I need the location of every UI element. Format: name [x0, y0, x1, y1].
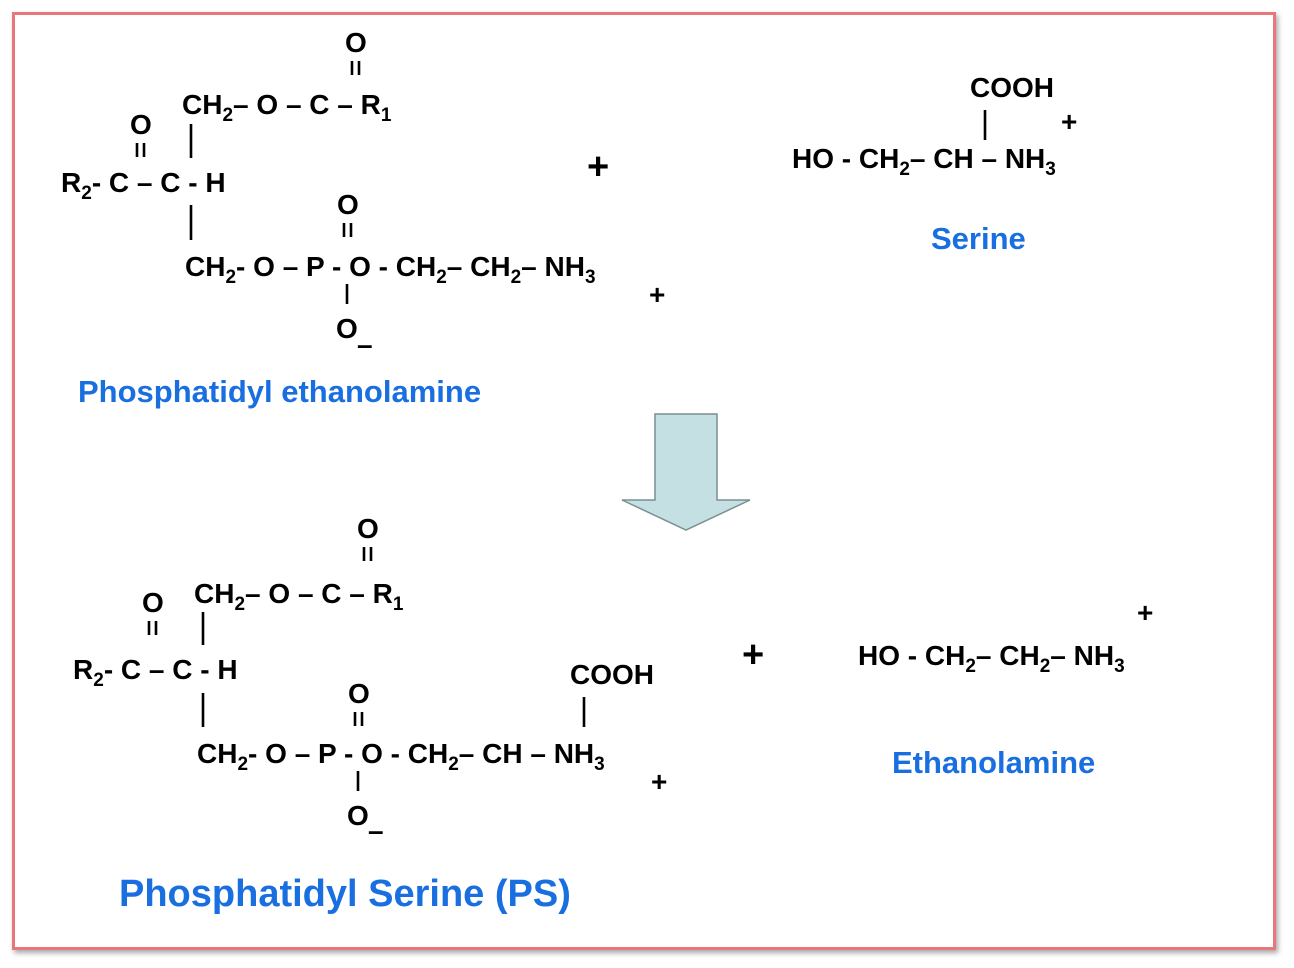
phosphate-chain: CH2- O – P - O - CH2– CH2– NH3 — [185, 251, 596, 288]
label-phosphatidyl-ethanolamine: Phosphatidyl ethanolamine — [78, 374, 481, 409]
ethanolamine-structure: + HO - CH2– CH2– NH3 Ethanolamine — [858, 597, 1153, 780]
carbonyl-oxygen: O — [345, 27, 367, 58]
phosphatidyl-serine-structure: O CH2– O – C – R1 O R2- C – C - H O COOH… — [73, 513, 667, 915]
plus-sign-products: + — [742, 634, 764, 676]
phosphate-oxygen: O — [336, 313, 358, 344]
negative-charge: – — [368, 815, 384, 846]
serine-structure: COOH + HO - CH2– CH – NH3 Serine — [792, 72, 1077, 256]
phosphatidyl-ethanolamine-structure: O CH2– O – C – R1 O R2- C – C - H O CH2-… — [61, 27, 665, 409]
carboxyl-group: COOH — [970, 72, 1054, 103]
phosphate-chain: CH2- O – P - O - CH2– CH – NH3 — [197, 738, 605, 775]
sn2-carbonyl-oxygen: O — [142, 587, 164, 618]
ethanolamine-chain: HO - CH2– CH2– NH3 — [858, 640, 1125, 677]
negative-charge: – — [357, 329, 373, 360]
ammonium-charge: + — [1137, 597, 1153, 628]
reaction-arrow — [621, 413, 751, 531]
sn2-carbonyl-oxygen: O — [130, 109, 152, 140]
slide-frame — [12, 12, 1276, 950]
ammonium-charge: + — [1061, 106, 1077, 137]
carbonyl-oxygen: O — [357, 513, 379, 544]
carboxyl-group: COOH — [570, 659, 654, 690]
glycerol-backbone: R2- C – C - H — [73, 654, 238, 691]
phosphate-oxygen: O — [347, 800, 369, 831]
plus-sign-reactants: + — [587, 146, 609, 188]
label-serine: Serine — [931, 221, 1026, 256]
ester-ch2-group: CH2– O – C – R1 — [194, 578, 404, 615]
phosphoryl-oxygen: O — [337, 189, 359, 220]
label-ethanolamine: Ethanolamine — [892, 745, 1095, 780]
ammonium-charge: + — [651, 766, 667, 797]
label-phosphatidyl-serine: Phosphatidyl Serine (PS) — [119, 873, 571, 915]
serine-chain: HO - CH2– CH – NH3 — [792, 143, 1056, 180]
glycerol-backbone: R2- C – C - H — [61, 167, 226, 204]
ester-ch2-group: CH2– O – C – R1 — [182, 89, 392, 126]
ammonium-charge: + — [649, 279, 665, 310]
phosphoryl-oxygen: O — [348, 678, 370, 709]
